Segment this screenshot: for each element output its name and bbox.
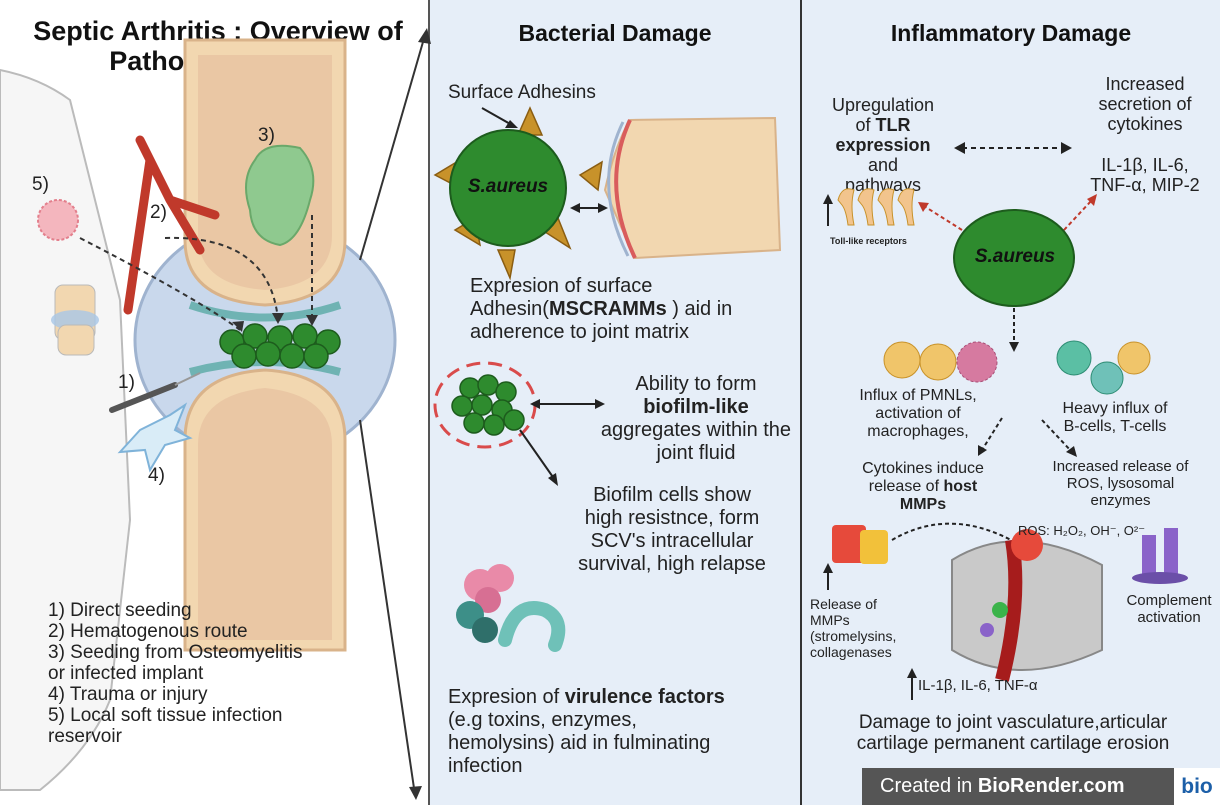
watermark-prefix: Created in: [880, 775, 978, 797]
ros-formula: ROS: H₂O₂, OH⁻, O²⁻: [1018, 523, 1145, 539]
damaged-joint-icon: [952, 529, 1102, 680]
bone-fragment: [605, 118, 780, 258]
marker-3: 3): [258, 125, 275, 146]
mscramms-term: MSCRAMMs: [549, 298, 667, 320]
toll-like-receptors-icon: [838, 189, 914, 225]
legend-item-3b: or infected implant: [48, 663, 428, 684]
biofilm-cluster: [452, 375, 524, 435]
trauma-icon: [120, 405, 190, 470]
biofilm-cells-line-1: Biofilm cells show: [552, 484, 792, 507]
ros-description: Increased release of ROS, lysosomal enzy…: [1028, 458, 1213, 509]
adhesin-description: Expresion of surface Adhesin(MSCRAMMs ) …: [470, 275, 800, 344]
mmp-description: Cytokines induce release of host MMPs: [848, 460, 998, 514]
marker-5: 5): [32, 174, 49, 195]
watermark-text: Created in BioRender.com: [880, 768, 1125, 805]
biofilm-term: biofilm-like: [643, 396, 749, 418]
pmnl-line-3: macrophages,: [838, 423, 998, 441]
arrow-to-bacterial-top: [360, 35, 425, 260]
legend-item-5b: reservoir: [48, 726, 428, 747]
mmp-line-2: release of host: [848, 478, 998, 496]
biofilm-line-1: Ability to form: [596, 373, 796, 396]
virulence-term: virulence factors: [565, 686, 725, 708]
soft-tissue-infection-icon: [38, 200, 78, 240]
bcell-description: Heavy influx of B-cells, T-cells: [1040, 400, 1190, 436]
biofilm-line-3: aggregates within the: [596, 419, 796, 442]
biofilm-cells-line-4: survival, high relapse: [552, 553, 792, 576]
legend-item-3: 3) Seeding from Osteomyelitis: [48, 642, 428, 663]
il-list: IL-1β, IL-6, TNF-α: [918, 677, 1038, 694]
damage-line-1: Damage to joint vasculature,articular: [806, 712, 1220, 733]
legend-item-2: 2) Hematogenous route: [48, 621, 428, 642]
release-mmps-line-3: (stromelysins,: [810, 628, 910, 644]
complement-label: Complement activation: [1120, 592, 1218, 626]
watermark-brand: BioRender.com: [978, 775, 1125, 797]
marker-4: 4): [148, 465, 165, 486]
adhesin-line-3: adherence to joint matrix: [470, 321, 800, 344]
ros-line-3: enzymes: [1028, 492, 1213, 509]
marker-2: 2): [150, 202, 167, 223]
pmnl-line-1: Influx of PMNLs,: [838, 387, 998, 405]
pmnl-macrophage-icons: [884, 342, 997, 382]
virulence-line-4: infection: [448, 755, 798, 778]
damage-line-2: cartilage permanent cartilage erosion: [806, 733, 1220, 754]
bcell-line-2: B-cells, T-cells: [1040, 418, 1190, 436]
bcell-line-1: Heavy influx of: [1040, 400, 1190, 418]
virulence-factor-molecules: [456, 564, 558, 645]
host-term: host: [943, 478, 977, 495]
biofilm-cells-line-2: high resistnce, form: [552, 507, 792, 530]
marker-1: 1): [118, 372, 135, 393]
ros-line-2: ROS, lysosomal: [1028, 475, 1213, 492]
biofilm-cells-line-3: SCV's intracellular: [552, 530, 792, 553]
virulence-line-2: (e.g toxins, enzymes,: [448, 709, 798, 732]
adhesin-line-1: Expresion of surface: [470, 275, 800, 298]
release-mmps-line-1: Release of: [810, 596, 910, 612]
s-aureus-label-bacterial: S.aureus: [466, 176, 550, 198]
b-t-cell-icons: [1057, 341, 1150, 394]
mini-knee-icon: [51, 285, 99, 355]
biofilm-description: Ability to form biofilm-like aggregates …: [596, 373, 796, 465]
adhesin-line-2-post: ) aid in: [667, 298, 733, 320]
legend-item-5: 5) Local soft tissue infection: [48, 705, 428, 726]
damage-description: Damage to joint vasculature,articular ca…: [806, 712, 1220, 754]
virulence-line-1: Expresion of virulence factors: [448, 686, 798, 709]
legend-item-4: 4) Trauma or injury: [48, 684, 428, 705]
biofilm-line-4: joint fluid: [596, 442, 796, 465]
biorender-logo-icon: bio: [1174, 768, 1220, 805]
pmnl-line-2: activation of: [838, 405, 998, 423]
mmp-line-2-pre: release of: [869, 478, 944, 495]
adhesin-line-2: Adhesin(MSCRAMMs ) aid in: [470, 298, 800, 321]
virulence-description: Expresion of virulence factors (e.g toxi…: [448, 686, 798, 778]
adhesin-line-2-pre: Adhesin(: [470, 298, 549, 320]
ros-line-1: Increased release of: [1028, 458, 1213, 475]
mmp-protein-icon: [832, 525, 888, 564]
release-mmps-label: Release of MMPs (stromelysins, collagena…: [810, 596, 910, 660]
legend-item-1: 1) Direct seeding: [48, 600, 428, 621]
pmnl-description: Influx of PMNLs, activation of macrophag…: [838, 387, 998, 441]
complement-line-1: Complement: [1120, 592, 1218, 609]
complement-line-2: activation: [1120, 609, 1218, 626]
mmp-line-1: Cytokines induce: [848, 460, 998, 478]
virulence-line-3: hemolysins) aid in fulminating: [448, 732, 798, 755]
mmps-term: MMPs: [900, 496, 946, 513]
virulence-line-1-pre: Expresion of: [448, 686, 565, 708]
release-mmps-line-4: collagenases: [810, 644, 910, 660]
s-aureus-label-inflammatory: S.aureus: [955, 246, 1075, 268]
release-mmps-line-2: MMPs: [810, 612, 910, 628]
biorender-watermark: Created in BioRender.com bio: [862, 768, 1220, 805]
route-legend: 1) Direct seeding 2) Hematogenous route …: [48, 600, 428, 747]
biofilm-cells-description: Biofilm cells show high resistnce, form …: [552, 484, 792, 576]
